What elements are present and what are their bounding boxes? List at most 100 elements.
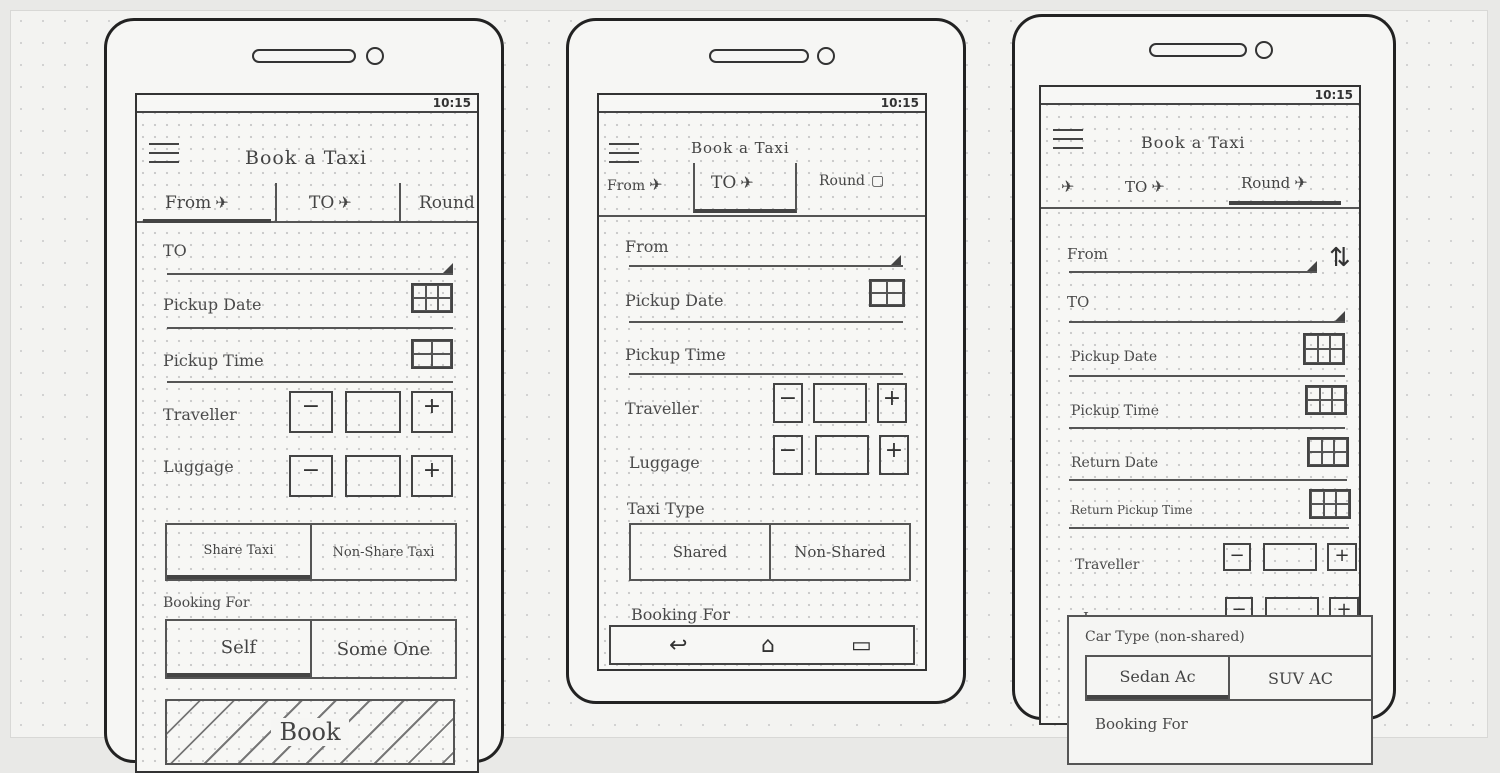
luggage-count-input[interactable] (815, 435, 869, 475)
menu-icon[interactable] (1053, 129, 1083, 156)
status-time: 10:15 (1314, 88, 1353, 102)
pickup-date-label: Pickup Date (625, 291, 724, 310)
calendar-icon[interactable] (411, 283, 453, 313)
tab-from[interactable]: From✈ (143, 193, 271, 223)
calendar-icon: ▢ (870, 173, 885, 189)
booking-for-label: Booking For (1095, 715, 1188, 733)
status-bar: 10:15 (137, 95, 477, 113)
traveller-decrement-button[interactable]: − (773, 383, 803, 423)
to-field-label: TO (1067, 293, 1090, 311)
tab-round[interactable]: Round ▢ (819, 173, 925, 203)
calendar-icon[interactable] (1303, 333, 1345, 365)
traveller-label: Traveller (1075, 557, 1140, 573)
book-button[interactable]: Book (165, 699, 455, 765)
luggage-increment-button[interactable]: + (879, 435, 909, 475)
tab-label: TO (711, 173, 737, 193)
plane-icon: ✈ (649, 175, 663, 194)
car-type-toggle: Sedan Ac SUV AC (1085, 655, 1373, 701)
to-dropdown[interactable] (167, 273, 453, 275)
page-title: Book a Taxi (245, 147, 368, 169)
tab-label: Round (419, 193, 475, 213)
tab-label: From (607, 178, 646, 194)
status-bar: 10:15 (1041, 87, 1359, 105)
tab-to[interactable]: TO✈ (279, 193, 395, 223)
calendar-icon[interactable] (869, 279, 905, 307)
pickup-date-label: Pickup Date (163, 295, 262, 314)
app-bar: Book a Taxi ✈ TO✈ Round✈ (1041, 105, 1359, 209)
tab-label: TO (309, 193, 335, 213)
luggage-count-input[interactable] (345, 455, 401, 497)
camera-icon (817, 47, 835, 65)
luggage-label: Luggage (163, 457, 234, 476)
luggage-increment-button[interactable]: + (411, 455, 453, 497)
to-dropdown[interactable] (1069, 321, 1345, 323)
tab-to[interactable]: TO✈ (693, 163, 797, 213)
suv-ac-option[interactable]: SUV AC (1228, 657, 1371, 699)
plane-icon: ✈ (215, 193, 229, 212)
dropdown-caret-icon (1307, 261, 1317, 271)
speaker-icon (709, 49, 809, 63)
traveller-increment-button[interactable]: + (1327, 543, 1357, 571)
traveller-count-input[interactable] (813, 383, 867, 423)
traveller-decrement-button[interactable]: − (289, 391, 333, 433)
status-time: 10:15 (880, 96, 919, 110)
page-title: Book a Taxi (1141, 133, 1246, 152)
phone-mockup-1: 10:15 Book a Taxi From✈ TO✈ Round TO Pic… (104, 18, 504, 773)
non-shared-option[interactable]: Non-Shared (769, 525, 909, 579)
taxi-type-toggle: Shared Non-Shared (629, 523, 911, 581)
booking-self-option[interactable]: Self (167, 621, 310, 677)
traveller-increment-button[interactable]: + (411, 391, 453, 433)
tab-label: TO (1125, 178, 1148, 196)
back-icon[interactable]: ↩ (669, 633, 688, 658)
tab-from[interactable]: ✈ (1057, 177, 1097, 205)
tab-to[interactable]: TO✈ (1125, 177, 1215, 205)
pickup-time-label: Pickup Time (625, 345, 726, 364)
speaker-icon (1149, 43, 1247, 57)
pickup-time-underline (629, 373, 903, 375)
from-dropdown[interactable] (1069, 271, 1317, 273)
tab-from[interactable]: From✈ (607, 175, 687, 205)
phone-screen: 10:15 Book a Taxi From✈ TO✈ Round▢ From … (597, 93, 927, 671)
status-bar: 10:15 (599, 95, 925, 113)
luggage-decrement-button[interactable]: − (289, 455, 333, 497)
clock-grid-icon[interactable] (1305, 385, 1347, 415)
traveller-increment-button[interactable]: + (877, 383, 907, 423)
booking-for-toggle: Self Some One (165, 619, 457, 679)
sedan-ac-option[interactable]: Sedan Ac (1087, 657, 1228, 699)
speaker-icon (252, 49, 356, 63)
menu-icon[interactable] (149, 143, 179, 170)
phone-mockup-2: 10:15 Book a Taxi From✈ TO✈ Round▢ From … (566, 18, 966, 704)
pickup-date-underline (1069, 375, 1345, 377)
traveller-count-input[interactable] (345, 391, 401, 433)
luggage-label: Luggage (629, 453, 700, 472)
home-icon[interactable]: ⌂ (761, 633, 775, 658)
booking-someone-option[interactable]: Some One (310, 621, 455, 677)
pickup-time-underline (167, 381, 453, 383)
shared-option[interactable]: Shared (672, 543, 728, 561)
tab-round[interactable]: Round (403, 193, 477, 223)
traveller-label: Traveller (625, 399, 699, 418)
share-taxi-option[interactable]: Share Taxi (167, 525, 310, 579)
book-button-label: Book (271, 718, 349, 746)
traveller-decrement-button[interactable]: − (1223, 543, 1251, 571)
return-calendar-icon[interactable] (1307, 437, 1349, 467)
from-dropdown[interactable] (629, 265, 903, 267)
recents-icon[interactable]: ▭ (851, 633, 872, 658)
luggage-decrement-button[interactable]: − (773, 435, 803, 475)
tab-round[interactable]: Round✈ (1229, 173, 1341, 205)
return-date-label: Return Date (1071, 455, 1159, 471)
status-time: 10:15 (432, 96, 471, 110)
menu-icon[interactable] (609, 143, 639, 170)
clock-grid-icon[interactable] (411, 339, 453, 369)
non-share-taxi-option[interactable]: Non-Share Taxi (310, 525, 455, 579)
swap-icon[interactable]: ⇅ (1329, 243, 1351, 273)
from-field-label: From (1067, 245, 1108, 263)
booking-for-label: Booking For (163, 595, 250, 611)
return-clock-grid-icon[interactable] (1309, 489, 1351, 519)
tab-label: Round (819, 173, 865, 189)
app-bar: Book a Taxi From✈ TO✈ Round▢ (599, 113, 925, 217)
booking-for-label: Booking For (631, 605, 730, 624)
traveller-count-input[interactable] (1263, 543, 1317, 571)
taxi-type-toggle: Share Taxi Non-Share Taxi (165, 523, 457, 581)
pickup-time-underline (1069, 427, 1345, 429)
